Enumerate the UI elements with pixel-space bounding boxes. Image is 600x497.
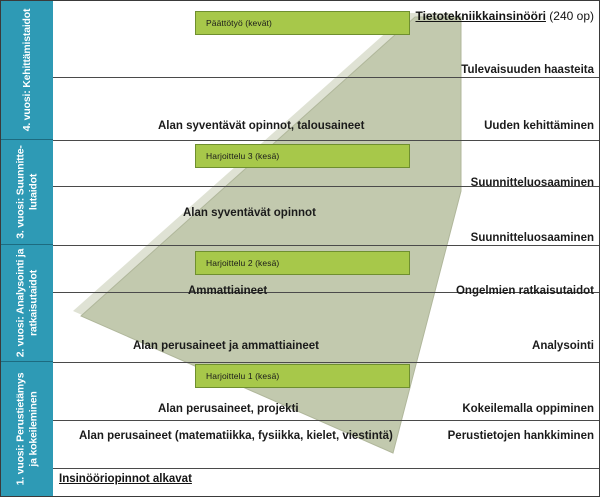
internship-box-1-label: Harjoittelu 1 (kesä) xyxy=(206,371,280,381)
year-2-label: 2. vuosi: Analysointi ja ratkaisutaidot xyxy=(14,248,40,358)
course-label-syventavat-talousaineet: Alan syventävät opinnot, talousaineet xyxy=(158,120,365,132)
divider-5 xyxy=(53,292,599,293)
divider-3 xyxy=(53,186,599,187)
divider-4 xyxy=(53,245,599,246)
divider-7 xyxy=(53,420,599,421)
sidebar-item-year-1[interactable]: 1. vuosi: Perustietämys ja kokeileminen xyxy=(1,362,53,496)
year-4-label: 4. vuosi: Kehittämistaidot xyxy=(20,8,33,132)
internship-box-3-label: Harjoittelu 3 (kesä) xyxy=(206,151,280,161)
sidebar-item-year-2[interactable]: 2. vuosi: Analysointi ja ratkaisutaidot xyxy=(1,245,53,362)
internship-box-2-label: Harjoittelu 2 (kesä) xyxy=(206,258,280,268)
sidebar-item-year-3[interactable]: 3. vuosi: Suunnitte-lutaidot xyxy=(1,140,53,245)
page-title-strong: Tietotekniikkainsinööri xyxy=(415,9,546,23)
page-title: Tietotekniikkainsinööri (240 op) xyxy=(415,9,594,24)
internship-box-2[interactable]: Harjoittelu 2 (kesä) xyxy=(195,251,410,275)
diagram-canvas: Tietotekniikkainsinööri (240 op) Insinöö… xyxy=(53,1,599,496)
divider-2 xyxy=(53,140,599,141)
internship-box-thesis-label: Päättötyö (kevät) xyxy=(206,18,272,28)
course-label-perusaineet-ja-ammattiaineet: Alan perusaineet ja ammattiaineet xyxy=(133,340,319,352)
skill-label-uuden-kehittaminen: Uuden kehittäminen xyxy=(484,120,594,132)
divider-1 xyxy=(53,77,599,78)
skill-label-analysointi: Analysointi xyxy=(532,340,594,352)
internship-box-1[interactable]: Harjoittelu 1 (kesä) xyxy=(195,364,410,388)
page-title-credits: (240 op) xyxy=(545,9,594,23)
year-3-label: 3. vuosi: Suunnitte-lutaidot xyxy=(14,145,40,239)
skill-label-suunnitteluosaaminen-1: Suunnitteluosaaminen xyxy=(470,177,594,189)
skill-label-tulevaisuuden-haasteita: Tulevaisuuden haasteita xyxy=(461,64,594,76)
skill-label-kokeilemalla-oppiminen: Kokeilemalla oppiminen xyxy=(462,403,594,415)
internship-box-thesis[interactable]: Päättötyö (kevät) xyxy=(195,11,410,35)
internship-box-3[interactable]: Harjoittelu 3 (kesä) xyxy=(195,144,410,168)
course-label-ammattiaineet: Ammattiaineet xyxy=(188,285,268,297)
year-sidebar: 4. vuosi: Kehittämistaidot 3. vuosi: Suu… xyxy=(1,1,53,496)
skill-label-perustietojen-hankkiminen: Perustietojen hankkiminen xyxy=(447,430,594,442)
course-label-perusaineet-projekti: Alan perusaineet, projekti xyxy=(158,403,299,415)
skill-label-suunnitteluosaaminen-2: Suunnitteluosaaminen xyxy=(470,232,594,244)
sidebar-item-year-4[interactable]: 4. vuosi: Kehittämistaidot xyxy=(1,1,53,140)
year-1-label: 1. vuosi: Perustietämys ja kokeileminen xyxy=(14,372,40,486)
course-label-perusaineet-perus: Alan perusaineet (matematiikka, fysiikka… xyxy=(79,430,393,442)
bottom-note: Insinööriopinnot alkavat xyxy=(59,473,192,485)
course-label-syventavat-opinnot: Alan syventävät opinnot xyxy=(183,207,316,219)
divider-6 xyxy=(53,362,599,363)
skill-label-ongelmien-ratkaisutaidot: Ongelmien ratkaisutaidot xyxy=(455,285,594,297)
divider-8 xyxy=(53,468,599,469)
